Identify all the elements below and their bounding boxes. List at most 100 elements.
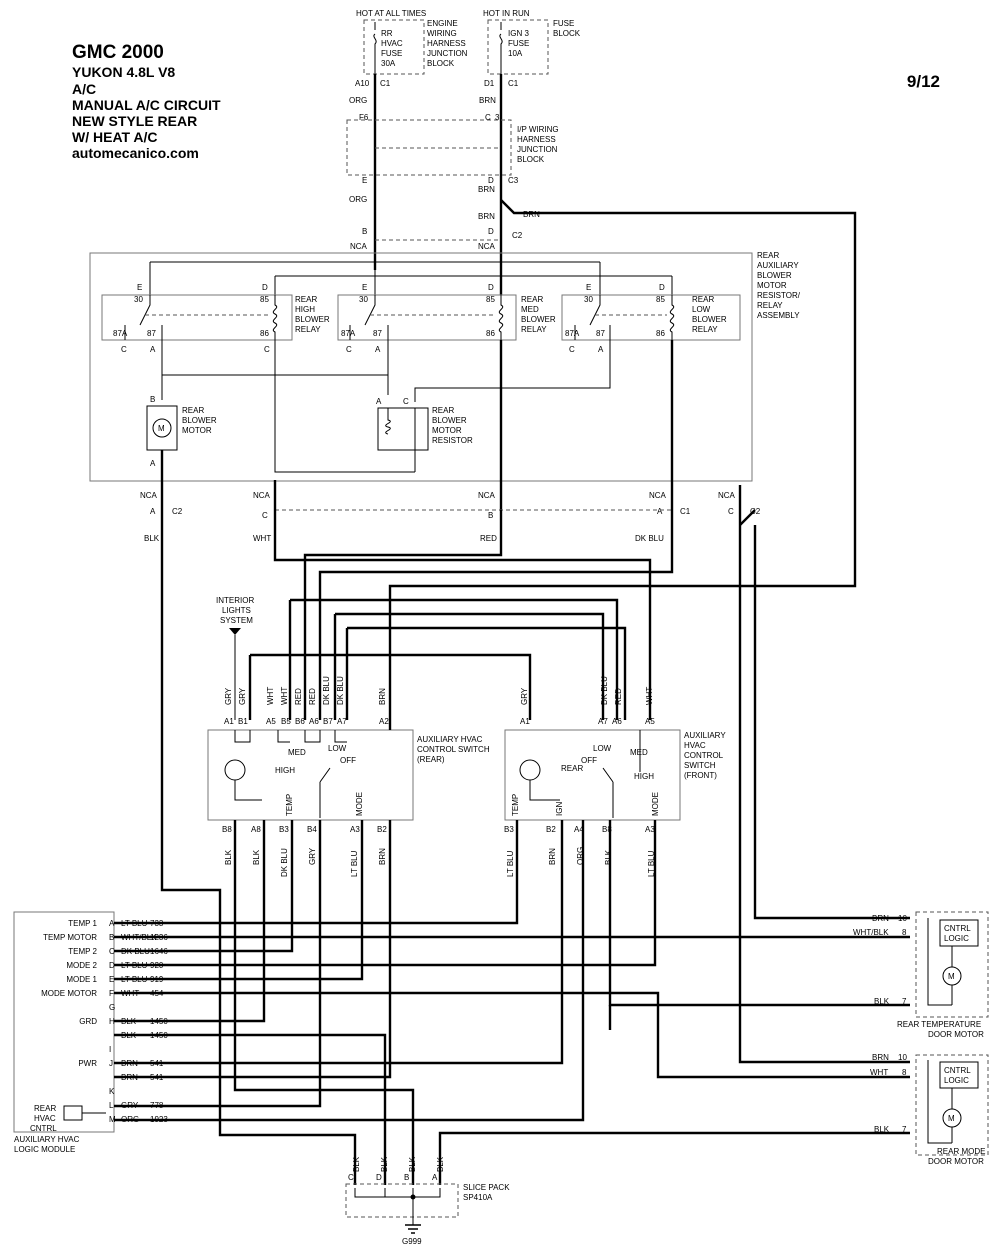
assembly-line3: BLOWER: [757, 271, 792, 280]
interior-line2: LIGHTS: [222, 606, 251, 615]
assembly-line5: RESISTOR/: [757, 291, 801, 300]
switch-front-name2: HVAC: [684, 741, 706, 750]
high-pin-85: 85: [260, 295, 269, 304]
low-pin-85: 85: [656, 295, 665, 304]
ground-label: G999: [402, 1237, 422, 1246]
switch-rear-name3: (REAR): [417, 755, 445, 764]
pin-a10: A10: [355, 79, 370, 88]
low-pin-87: 87: [596, 329, 605, 338]
rear-bot-pin-a8: A8: [251, 825, 261, 834]
lm-row-label: TEMP 2: [68, 947, 97, 956]
relay-low-name4: RELAY: [692, 325, 718, 334]
lm-row-label: TEMP MOTOR: [43, 933, 97, 942]
front-top-pin-a5: A5: [645, 717, 655, 726]
assembly-line6: RELAY: [757, 301, 783, 310]
wire-brn-c2-mode: [738, 485, 910, 1064]
front-off-label: OFF: [581, 756, 597, 765]
front-temp-label: TEMP: [511, 794, 520, 816]
front-rear-label: REAR: [561, 764, 583, 773]
lm-row-pin: G: [109, 1003, 115, 1012]
mode-wire-brn: BRN: [872, 1053, 889, 1062]
bus-85: [274, 275, 673, 295]
assembly-line1: REAR: [757, 251, 779, 260]
rear-top-pin-b6: B6: [295, 717, 305, 726]
wire-low-87-resistor: [414, 340, 611, 402]
high-top-e: E: [137, 283, 142, 292]
pin-c-ip: C: [485, 113, 491, 122]
front-bot-wire-1: LT BLU: [506, 850, 515, 877]
diagram-header: GMC 2000 YUKON 4.8L V8 A/C MANUAL A/C CI…: [72, 42, 221, 161]
rear-cntrl-line3: CNTRL: [30, 1124, 57, 1133]
resistor-line2: BLOWER: [432, 416, 467, 425]
wire-label-org-top: ORG: [349, 96, 367, 105]
temp-logic-line1: CNTRL: [944, 924, 971, 933]
lm-row-pin: A: [109, 919, 115, 928]
relay-low-name3: BLOWER: [692, 315, 727, 324]
relay-med-name3: BLOWER: [521, 315, 556, 324]
pin-f6: F6: [359, 113, 369, 122]
mode-door-name1: REAR MODE: [937, 1147, 985, 1156]
wire-f-wht-mode-motor: [114, 991, 910, 1079]
low-top-d: D: [659, 283, 665, 292]
front-top-wire-3: RED: [614, 688, 623, 705]
lm-row-label: MODE 2: [66, 961, 97, 970]
low-bot-c: C: [569, 345, 575, 354]
wire-brn-c2-temp: [753, 525, 910, 920]
temp-pin-7: 7: [902, 997, 907, 1006]
low-pin-30: 30: [584, 295, 593, 304]
motor-pin-a: A: [150, 459, 156, 468]
pin-d-c2: D: [488, 227, 494, 236]
rear-bot-wire-2: BLK: [252, 849, 261, 865]
fuse1-symbol: [373, 22, 377, 74]
front-bot-pin-a3: A3: [645, 825, 655, 834]
mode-door-logic: [939, 1061, 979, 1089]
wire-wht-high: [273, 480, 652, 720]
front-switch-internal: [529, 730, 641, 818]
splice-wire-1: BLK: [352, 1156, 361, 1172]
lm-row-pin: D: [109, 961, 115, 970]
front-bot-pin-b8: B8: [602, 825, 612, 834]
front-ign-label: IGN: [555, 802, 564, 816]
front-bot-pin-b3: B3: [504, 825, 514, 834]
mode-wire-blk: BLK: [874, 1125, 890, 1134]
lower-pin-c2: C: [728, 507, 734, 516]
conn-c3: C3: [508, 176, 519, 185]
mode-wire-wht: WHT: [870, 1068, 888, 1077]
conn-c2-top: C2: [512, 231, 523, 240]
rear-mode-label: MODE: [355, 792, 364, 816]
motor-pin-b: B: [150, 395, 155, 404]
relay-high-internal: [124, 295, 278, 340]
wire-label-brn-top: BRN: [479, 96, 496, 105]
fuse1-box-line4: JUNCTION: [427, 49, 468, 58]
relay-high-name2: HIGH: [295, 305, 315, 314]
splice-wire-2: BLK: [380, 1156, 389, 1172]
rear-bot-wire-1: BLK: [224, 849, 233, 865]
mode-logic-line1: CNTRL: [944, 1066, 971, 1075]
front-top-wire-1: GRY: [520, 687, 529, 705]
rear-bot-wire-3: DK BLU: [280, 848, 289, 877]
logic-module-name2: LOGIC MODULE: [14, 1145, 75, 1154]
splice-name2: SP410A: [463, 1193, 493, 1202]
wire-label-brn-mid1: BRN: [478, 185, 495, 194]
lm-row-label: MODE 1: [66, 975, 97, 984]
lm-row-pin: F: [109, 989, 114, 998]
lm-row-pin: J: [109, 1059, 113, 1068]
temp-wire-blk: BLK: [874, 997, 890, 1006]
high-bot-a: A: [150, 345, 156, 354]
splice-wire-4: BLK: [436, 1156, 445, 1172]
splice-node: [410, 1194, 416, 1200]
pin-d-ip: D: [488, 176, 494, 185]
med-bot-a: A: [375, 345, 381, 354]
lm-row-pin: I: [109, 1045, 111, 1054]
front-bot-wire-3: ORG: [576, 847, 585, 865]
relay-high-box: [101, 294, 293, 341]
rear-high-label: HIGH: [275, 766, 295, 775]
high-bot-c: C: [121, 345, 127, 354]
pin-e-ip: E: [362, 176, 367, 185]
mode-door-m: M: [948, 1114, 955, 1123]
rear-top-pin-a2: A2: [379, 717, 389, 726]
wire-blk-mode-door-gnd: [438, 1005, 910, 1185]
splice-pin-a: A: [432, 1173, 438, 1182]
motor-line3: MOTOR: [182, 426, 212, 435]
